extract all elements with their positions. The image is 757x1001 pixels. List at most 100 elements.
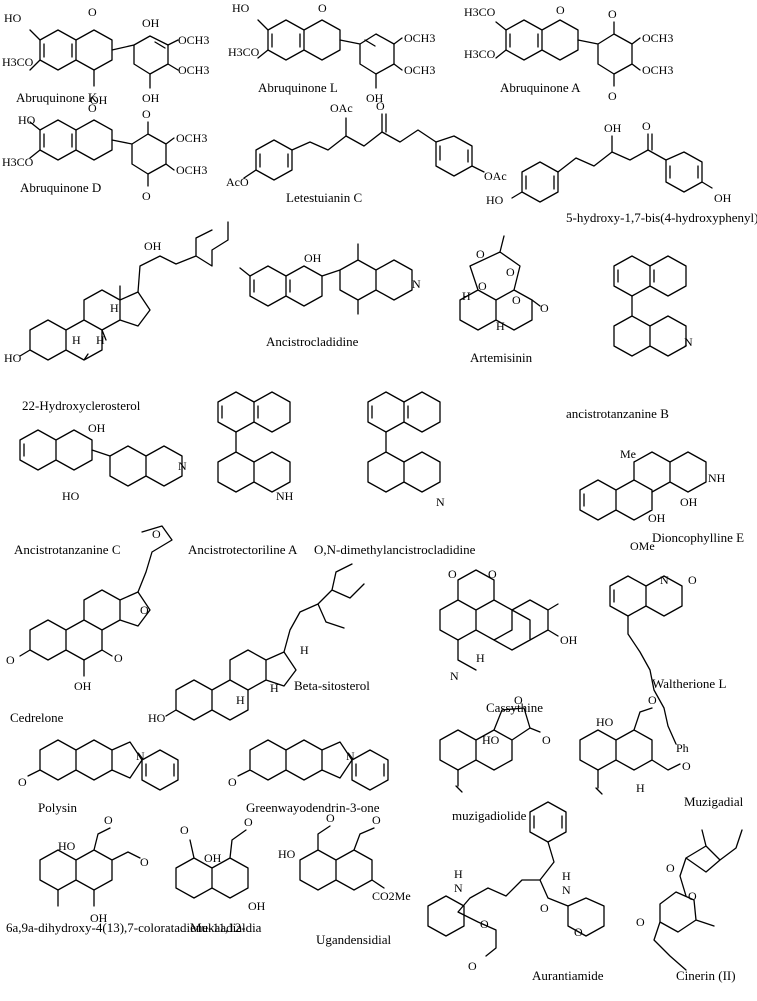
- atom-label: OCH3: [642, 31, 673, 45]
- atom-label: HO: [482, 733, 500, 747]
- atom-label: H3CO: [2, 155, 34, 169]
- compound-ancistrotectoriline-a: NH Ancistrotectoriline A: [188, 391, 298, 557]
- atom-label: O: [488, 567, 497, 581]
- atom-label: O: [88, 5, 97, 19]
- atom-label: N: [450, 669, 459, 683]
- atom-label: OMe: [630, 539, 655, 553]
- compound-name: Muzigadial: [684, 794, 744, 809]
- atom-label: O: [468, 959, 477, 973]
- atom-label: O: [142, 107, 151, 121]
- atom-label: HO: [18, 113, 36, 127]
- atom-label: OH: [714, 191, 732, 205]
- atom-label: HO: [62, 489, 80, 503]
- atom-label: HO: [232, 1, 250, 15]
- compound-letestuianin-c: OAc O AcO OAc Letestuianin C: [226, 99, 507, 205]
- compound-name: Ancistrocladidine: [266, 334, 359, 349]
- atom-label: H: [562, 869, 571, 883]
- compound-abruquinone-d: HO H3CO O OCH3 OCH3 O O Abruquinone D: [2, 101, 207, 203]
- atom-label: Me: [620, 447, 636, 461]
- atom-label: Ph: [676, 741, 689, 755]
- atom-label: N: [562, 883, 571, 897]
- atom-label: OCH3: [176, 131, 207, 145]
- compound-cassythine: O O N H OH Cassythine: [439, 567, 578, 715]
- atom-label: OH: [560, 633, 578, 647]
- compound-name: ancistrotanzanine B: [566, 406, 669, 421]
- compound-name: 6a,9a-dihydroxy-4(13),7-coloratadiene-11…: [6, 920, 262, 935]
- atom-label: H: [496, 319, 505, 333]
- compound-muzigadiolide: O O HO muzigadiolide: [439, 693, 551, 823]
- atom-label: O: [104, 813, 113, 827]
- atom-label: NH: [708, 471, 726, 485]
- atom-label: NH: [276, 489, 294, 503]
- atom-label: O: [636, 915, 645, 929]
- atom-label: H: [72, 333, 81, 347]
- atom-label: O: [326, 811, 335, 825]
- atom-label: O: [244, 815, 253, 829]
- atom-label: O: [608, 89, 617, 103]
- atom-label: O: [666, 861, 675, 875]
- atom-label: H: [236, 693, 245, 707]
- compound-name: Ugandensidial: [316, 932, 391, 947]
- atom-label: O: [180, 823, 189, 837]
- atom-label: O: [574, 925, 583, 939]
- compound-on-dimethylancistrocladidine: N O,N-dimethylancistrocladidine: [314, 391, 476, 557]
- compound-name: Abruquinone L: [258, 80, 338, 95]
- atom-label: H: [454, 867, 463, 881]
- compound-cinerin-ii: O O O Cinerin (II): [636, 829, 743, 983]
- atom-label: H: [96, 333, 105, 347]
- compound-ugandensidial: HO O O CO2Me Ugandensidial: [278, 811, 411, 947]
- atom-label: O: [642, 119, 651, 133]
- compound-coloratadiene: HO O O OH 6a,9a-dihydroxy-4(13),7-colora…: [6, 813, 262, 935]
- atom-label: H3CO: [464, 47, 496, 61]
- compound-name: Letestuianin C: [286, 190, 362, 205]
- compound-name: Artemisinin: [470, 350, 533, 365]
- compound-name: Dioncophylline E: [652, 530, 744, 545]
- compound-name: Abruquinone K: [16, 90, 98, 105]
- atom-label: OH: [90, 911, 108, 925]
- atom-label: AcO: [226, 175, 249, 189]
- atom-label: H: [476, 651, 485, 665]
- atom-label: O: [542, 733, 551, 747]
- atom-label: OCH3: [178, 63, 209, 77]
- atom-label: O: [376, 99, 385, 113]
- atom-label: N: [412, 277, 421, 291]
- compound-cedrelone: O O O OH O Cedrelone: [6, 525, 173, 725]
- atom-label: HO: [486, 193, 504, 207]
- atom-label: OH: [144, 239, 162, 253]
- atom-label: OAc: [330, 101, 353, 115]
- atom-label: H: [636, 781, 645, 795]
- compound-name: Abruquinone D: [20, 180, 101, 195]
- atom-label: O: [514, 693, 523, 707]
- atom-label: OCH3: [178, 33, 209, 47]
- atom-label: O: [140, 603, 149, 617]
- atom-label: OCH3: [642, 63, 673, 77]
- atom-label: OH: [680, 495, 698, 509]
- compound-name: 5-hydroxy-1,7-bis(4-hydroxyphenyl)hepta-…: [566, 210, 757, 225]
- compound-polysin: O N Polysin: [18, 739, 179, 815]
- atom-label: O: [152, 527, 161, 541]
- atom-label: OH: [304, 251, 322, 265]
- atom-label: O: [140, 855, 149, 869]
- atom-label: N: [436, 495, 445, 509]
- atom-label: OH: [366, 91, 384, 105]
- compound-name: Beta-sitosterol: [294, 678, 370, 693]
- compound-name: Abruquinone A: [500, 80, 581, 95]
- atom-label: N: [178, 459, 187, 473]
- atom-label: OH: [74, 679, 92, 693]
- atom-label: HO: [278, 847, 296, 861]
- atom-label: H: [462, 289, 471, 303]
- compound-ancistrotanzanine-c: OH HO N Ancistrotanzanine C: [14, 421, 187, 557]
- atom-label: HO: [58, 839, 76, 853]
- atom-label: O: [318, 1, 327, 15]
- atom-label: OH: [204, 851, 222, 865]
- atom-label: O: [228, 775, 237, 789]
- compound-ancistrotanzanine-b: N ancistrotanzanine B: [566, 255, 693, 421]
- atom-label: N: [684, 335, 693, 349]
- atom-label: O: [88, 101, 97, 115]
- compound-abruquinone-a: H3CO H3CO O OCH3 OCH3 O O Abruquinone A: [464, 3, 673, 103]
- compound-muzigadial: HO O O H Muzigadial: [579, 693, 744, 809]
- compound-greenwayodendrin: O N Greenwayodendrin-3-one: [228, 739, 389, 815]
- compound-hydroxy-bis-phenyl: OH O HO OH 5-hydroxy-1,7-bis(4-hydroxyph…: [486, 119, 757, 225]
- atom-label: CO2Me: [372, 889, 411, 903]
- atom-label: N: [346, 749, 355, 763]
